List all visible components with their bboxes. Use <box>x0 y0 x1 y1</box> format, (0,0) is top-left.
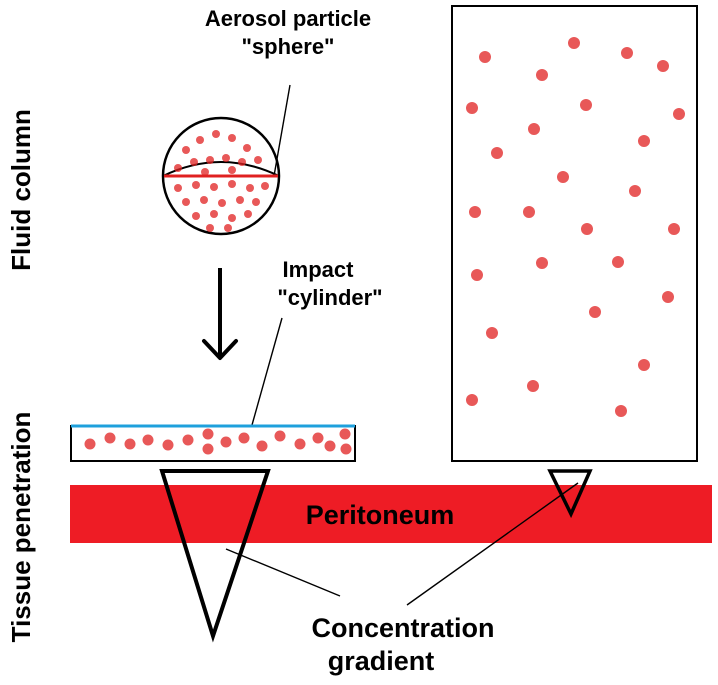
sphere-droplet <box>261 182 269 190</box>
sphere-droplet <box>236 196 244 204</box>
impact-label-line2: "cylinder" <box>277 285 382 310</box>
cylinder-droplet <box>256 440 268 452</box>
column-droplet <box>568 37 580 49</box>
sphere-droplet <box>192 212 200 220</box>
sphere-droplet <box>228 166 236 174</box>
sphere-droplet <box>182 198 190 206</box>
aerosol-sphere <box>161 116 281 236</box>
concentration-leader-left <box>225 548 341 597</box>
column-droplet <box>580 99 592 111</box>
sphere-droplet <box>252 198 260 206</box>
column-droplet <box>466 394 478 406</box>
sphere-droplet <box>224 224 232 232</box>
large-concentration-triangle <box>159 469 271 643</box>
column-droplet <box>536 69 548 81</box>
sphere-droplets <box>174 130 269 232</box>
sphere-droplet <box>243 144 251 152</box>
column-droplet <box>657 60 669 72</box>
cylinder-droplet <box>220 436 232 448</box>
column-droplet <box>612 256 624 268</box>
column-droplet <box>528 123 540 135</box>
sphere-droplet <box>238 158 246 166</box>
column-droplet <box>629 185 641 197</box>
cylinder-droplet <box>104 432 116 444</box>
cylinder-droplet <box>294 438 306 450</box>
sphere-droplet <box>254 156 262 164</box>
column-droplet <box>479 51 491 63</box>
concentration-label-line1: Concentration <box>311 613 494 643</box>
cylinder-droplet <box>202 443 214 455</box>
sphere-droplet <box>212 130 220 138</box>
aerosol-label-line2: "sphere" <box>241 34 334 59</box>
fluid-column-box <box>451 5 698 462</box>
cylinder-droplet <box>340 443 352 455</box>
sphere-droplet <box>200 196 208 204</box>
sphere-droplet <box>206 156 214 164</box>
column-droplet <box>523 206 535 218</box>
cylinder-droplet <box>312 432 324 444</box>
column-droplet <box>638 359 650 371</box>
cylinder-droplet <box>339 428 351 440</box>
sphere-droplet <box>206 224 214 232</box>
cylinder-droplet <box>274 430 286 442</box>
cylinder-droplet <box>142 434 154 446</box>
column-droplet <box>638 135 650 147</box>
column-droplet <box>527 380 539 392</box>
impact-label-line1: Impact <box>283 257 355 282</box>
column-droplet <box>469 206 481 218</box>
tissue-penetration-label: Tissue penetration <box>6 412 36 643</box>
sphere-droplet <box>190 158 198 166</box>
impact-leader-line <box>251 317 283 426</box>
sphere-droplet <box>201 168 209 176</box>
column-droplet <box>536 257 548 269</box>
sphere-droplet <box>228 180 236 188</box>
cylinder-droplet <box>202 428 214 440</box>
cylinder-droplet <box>182 434 194 446</box>
sphere-droplet <box>192 181 200 189</box>
column-droplet <box>471 269 483 281</box>
sphere-droplet <box>244 210 252 218</box>
sphere-droplet <box>246 184 254 192</box>
sphere-droplet <box>210 210 218 218</box>
column-droplet <box>673 108 685 120</box>
column-droplet <box>581 223 593 235</box>
column-droplets <box>466 37 685 417</box>
cylinder-droplets <box>84 428 352 455</box>
cylinder-droplet <box>124 438 136 450</box>
peritoneum-label: Peritoneum <box>306 500 455 530</box>
sphere-droplet <box>222 154 230 162</box>
sphere-droplet <box>228 214 236 222</box>
impact-cylinder <box>70 424 356 462</box>
sphere-droplet <box>174 164 182 172</box>
column-droplet <box>589 306 601 318</box>
concentration-leader-right <box>406 482 579 606</box>
aerosol-label-line1: Aerosol particle <box>205 6 371 31</box>
cylinder-droplet <box>162 439 174 451</box>
column-droplet <box>615 405 627 417</box>
concentration-label-line2: gradient <box>328 646 435 676</box>
sphere-droplet <box>228 134 236 142</box>
column-droplet <box>557 171 569 183</box>
column-droplet <box>668 223 680 235</box>
column-droplet <box>466 102 478 114</box>
sphere-droplet <box>182 146 190 154</box>
column-droplet <box>621 47 633 59</box>
sphere-droplet <box>174 184 182 192</box>
sphere-droplet <box>218 199 226 207</box>
column-droplet <box>491 147 503 159</box>
sphere-droplet <box>196 136 204 144</box>
small-concentration-triangle <box>547 469 593 519</box>
cylinder-droplet <box>84 438 96 450</box>
cylinder-droplet <box>238 432 250 444</box>
cylinder-droplet <box>324 440 336 452</box>
fluid-column-label: Fluid column <box>6 109 36 271</box>
down-arrow-icon <box>202 268 238 360</box>
sphere-droplet <box>210 183 218 191</box>
column-droplet <box>662 291 674 303</box>
column-droplet <box>486 327 498 339</box>
